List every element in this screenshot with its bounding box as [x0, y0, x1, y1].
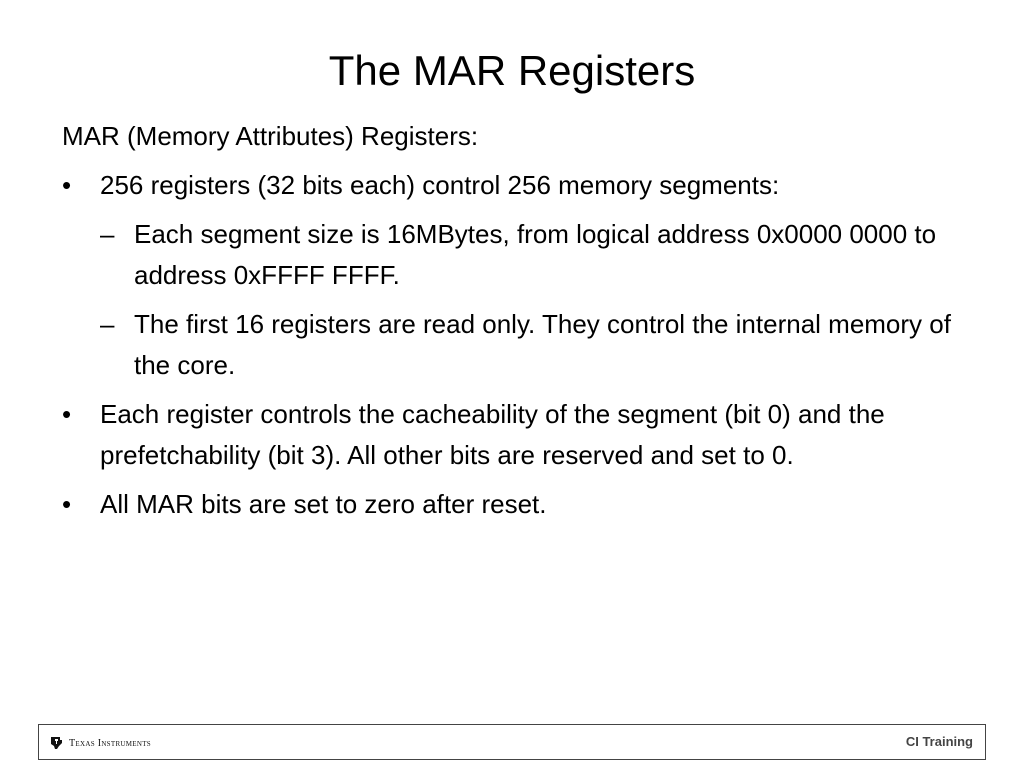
sub-bullet-list: – Each segment size is 16MBytes, from lo… [100, 214, 972, 386]
sub-bullet-text: Each segment size is 16MBytes, from logi… [134, 219, 937, 290]
sub-bullet-marker: – [100, 219, 115, 249]
sub-bullet-item: – The first 16 registers are read only. … [100, 304, 972, 386]
bullet-list: • 256 registers (32 bits each) control 2… [62, 165, 972, 525]
bullet-item: • All MAR bits are set to zero after res… [62, 484, 972, 525]
footer-logo-text: Texas Instruments [69, 737, 151, 749]
sub-bullet-marker: – [100, 309, 115, 339]
slide-footer: Texas Instruments CI Training [38, 724, 986, 760]
bullet-text: All MAR bits are set to zero after reset… [100, 489, 547, 519]
footer-logo: Texas Instruments [49, 734, 151, 752]
sub-bullet-text: The first 16 registers are read only. Th… [134, 309, 951, 380]
intro-text: MAR (Memory Attributes) Registers: [62, 121, 479, 151]
slide-title: The MAR Registers [328, 47, 696, 94]
texas-instruments-logo-icon [51, 737, 62, 749]
bullet-text: 256 registers (32 bits each) control 256… [100, 170, 780, 200]
bullet-item: • Each register controls the cacheabilit… [62, 394, 972, 476]
bullet-item: • 256 registers (32 bits each) control 2… [62, 165, 972, 386]
footer-right-label: CI Training [905, 734, 973, 749]
bullet-marker: • [62, 399, 72, 429]
bullet-text: Each register controls the cacheability … [100, 399, 885, 470]
slide-content: MAR (Memory Attributes) Registers: • 256… [62, 116, 972, 533]
bullet-marker: • [62, 489, 72, 519]
sub-bullet-item: – Each segment size is 16MBytes, from lo… [100, 214, 972, 296]
bullet-marker: • [62, 170, 72, 200]
